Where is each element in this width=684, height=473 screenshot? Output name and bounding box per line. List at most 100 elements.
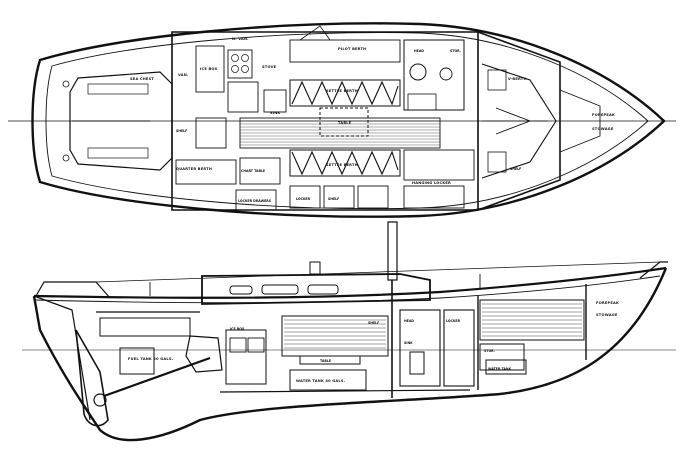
profile-view: FUEL TANK 20 GALS. WATER TANK 40 GALS. F…	[22, 221, 676, 442]
profile-label-storage: STOR.	[484, 349, 495, 353]
plan-label-table: TABLE	[338, 121, 352, 125]
plan-cockpit-seat-a	[87, 83, 149, 95]
profile-rudder	[75, 329, 109, 427]
profile-table	[299, 355, 361, 365]
profile-sheer	[33, 266, 667, 299]
plan-label-drawers: LOCKER DRAWERS	[238, 199, 272, 203]
profile-lifeline	[95, 261, 661, 283]
plan-pilot-berth-back	[299, 25, 331, 41]
plan-label-forepeak: FOREPEAK	[592, 113, 615, 117]
profile-quarter-berth	[99, 317, 191, 337]
plan-drawers	[235, 189, 277, 211]
plan-stove-burner-1	[231, 54, 239, 62]
plan-anchor-locker	[559, 89, 601, 153]
plan-head	[403, 39, 465, 111]
plan-label-head: HEAD	[414, 49, 424, 53]
profile-propeller	[93, 393, 107, 407]
plan-label-stowage: STOWAGE	[592, 127, 614, 131]
profile-fwd-water-tank	[485, 359, 527, 375]
profile-label-table: TABLE	[320, 359, 331, 363]
profile-portlight-3	[307, 284, 339, 295]
plan-locker-a	[289, 185, 321, 209]
profile-head-toilet	[409, 351, 425, 375]
plan-galley-locker	[195, 117, 227, 149]
profile-label-ice-box: ICE BOX	[230, 327, 245, 331]
plan-locker-c	[357, 185, 389, 209]
profile-stove	[247, 337, 265, 353]
plan-label-settee-top: SETTEE BERTH	[326, 89, 358, 93]
plan-locker-b	[323, 185, 355, 209]
plan-pilot-berth	[289, 39, 401, 63]
profile-label-head: HEAD	[404, 319, 414, 323]
plan-label-ice-box: ICE BOX	[200, 67, 218, 71]
plan-cockpit	[69, 71, 173, 171]
plan-label-chart: CHART TABLE	[241, 169, 265, 173]
plan-cockpit-seat-b	[87, 147, 149, 159]
profile-cabin-sole	[219, 389, 471, 393]
profile-engine	[185, 335, 223, 373]
profile-cabin-trunk	[201, 273, 431, 305]
plan-stove-burner-4	[241, 65, 249, 73]
plan-label-settee-bottom: SETTEE BERTH	[326, 163, 358, 167]
plan-winch-starboard	[62, 154, 70, 162]
plan-galley	[195, 45, 287, 149]
plan-v-hatch-port	[487, 69, 507, 91]
plan-label-shelf-b: SHELF	[328, 197, 339, 201]
profile-stern-rail	[35, 281, 111, 299]
plan-stove-burner-3	[231, 65, 239, 73]
plan-label-hanging: HANGING LOCKER	[412, 181, 451, 185]
plan-settee-upper	[289, 79, 401, 107]
profile-prop-shaft	[103, 356, 211, 398]
profile-label-locker: LOCKER	[446, 319, 461, 323]
profile-locker	[443, 309, 475, 387]
profile-v-berth	[479, 299, 585, 341]
plan-label-stove: STOVE	[262, 65, 277, 69]
plan-label-nav-top: N. VAN.	[232, 37, 249, 41]
plan-label-storage: STOR.	[450, 49, 461, 53]
plan-label-locker: LOCKER	[296, 197, 311, 201]
plan-hanging-locker-b	[403, 185, 465, 209]
plan-label-pilot-berth: PILOT BERTH	[338, 47, 366, 51]
profile-label-shelf: SHELF	[368, 321, 379, 325]
plan-view: SEA CHEST VAN. ICE BOX STOVE SINK N. VAN…	[8, 22, 676, 218]
plan-quarter-berth	[175, 159, 237, 185]
plan-table	[319, 107, 369, 137]
profile-fuel-tank	[119, 347, 155, 375]
plan-settee-lower	[289, 149, 401, 177]
plan-chart-table	[239, 157, 281, 185]
plan-label-sink: SINK	[270, 111, 281, 115]
plan-label-shelf-c: SHELF	[510, 167, 521, 171]
profile-label-water: WATER TANK 40 GALS.	[296, 379, 345, 383]
profile-fwd-storage	[479, 343, 525, 371]
profile-dorade	[309, 261, 321, 275]
plan-cabin-sole	[239, 117, 441, 149]
profile-portlight-2	[261, 284, 299, 295]
plan-v-berth	[481, 63, 557, 179]
profile-galley-cabinet	[225, 329, 267, 385]
plan-deck-inner	[45, 32, 649, 210]
plan-v-hatch-stbd	[487, 151, 507, 173]
plan-hull-outline	[31, 22, 666, 218]
plan-head-sink	[439, 67, 453, 81]
profile-label-fuel: FUEL TANK 20 GALS.	[128, 357, 173, 361]
plan-head-toilet	[409, 63, 427, 81]
plan-label-vanity: VAN.	[178, 73, 189, 77]
plan-stove-burner-2	[241, 54, 249, 62]
plan-ice-box	[195, 45, 225, 93]
profile-label-fwd-water: WATER TANK	[488, 367, 512, 371]
plan-label-quarter: QUARTER BERTH	[176, 167, 212, 171]
plan-hanging-locker	[403, 149, 475, 181]
plan-label-shelf-a: SHELF	[176, 129, 187, 133]
plan-label-sea-chest: SEA CHEST	[130, 77, 154, 81]
profile-portlight-1	[229, 285, 253, 295]
profile-ice-box	[229, 337, 247, 353]
profile-water-tank	[289, 369, 367, 391]
plan-label-v-berth: V-BERTH	[508, 77, 527, 81]
plan-counter	[227, 81, 259, 113]
profile-label-forepeak: FOREPEAK	[596, 301, 619, 305]
profile-head-compartment	[399, 309, 441, 387]
profile-label-stowage: STOWAGE	[596, 313, 618, 317]
profile-settee	[281, 315, 389, 357]
plan-winch-port	[62, 80, 70, 88]
